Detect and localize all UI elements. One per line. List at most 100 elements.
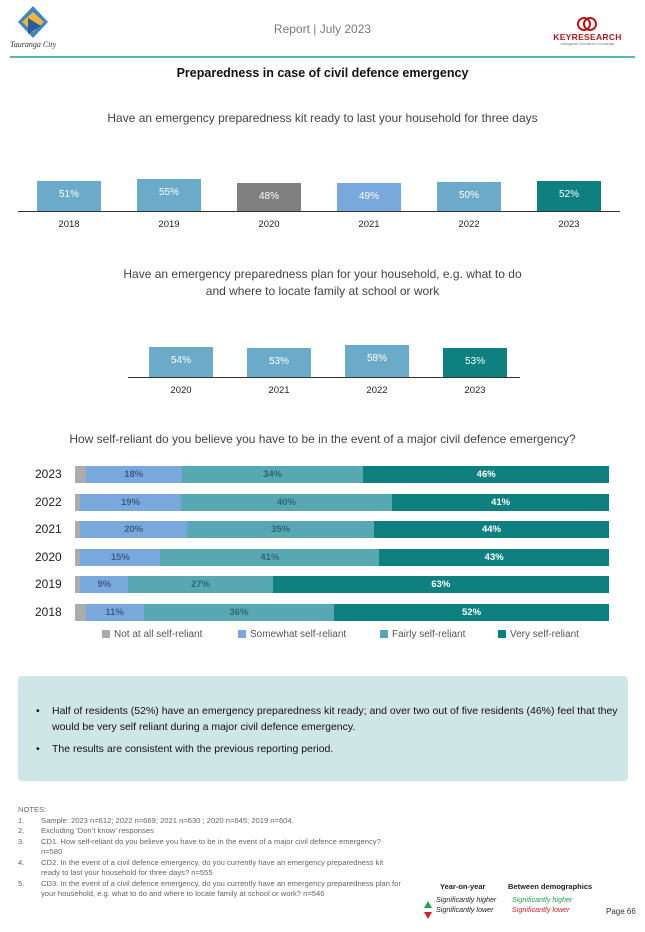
reliance-segment: 34%: [181, 466, 364, 483]
reliance-segment: 41%: [160, 548, 380, 566]
reliance-segment: [75, 576, 81, 593]
kit-bar: 50%: [437, 182, 501, 211]
reliance-segment: 41%: [392, 493, 609, 511]
key-lower: Significantly lower: [436, 905, 494, 914]
key-year-heading: Year-on-year: [440, 882, 486, 891]
legend-swatch: [380, 630, 388, 638]
kit-bar-label: 48%: [258, 191, 279, 203]
plan-bar-label: 58%: [366, 353, 387, 365]
plan-chart-title-line1: Have an emergency preparedness plan for …: [123, 267, 522, 281]
note-item: 4.CD2. In the event of a civil defence e…: [18, 858, 418, 879]
reliance-legend-item: Fairly self-reliant: [380, 629, 465, 640]
plan-year-label: 2020: [170, 385, 192, 396]
note-item: 2.Excluding ‘Don’t know’ responses: [18, 826, 154, 835]
kit-bar: 51%: [37, 181, 101, 211]
reliance-segment: 43%: [379, 548, 609, 566]
legend-label: Fairly self-reliant: [392, 629, 466, 640]
plan-chart-title-line2: and where to locate family at school or …: [205, 284, 440, 298]
reliance-year-label: 2018: [35, 604, 62, 619]
reliance-chart-title: How self-reliant do you believe you have…: [69, 432, 576, 446]
reliance-segment: [75, 603, 86, 621]
keyresearch-logo-text: KEYRESEARCH: [553, 32, 622, 42]
reliance-segment: 63%: [272, 576, 609, 593]
plan-chart: 54% 2020 53% 2021 58% 2022 53% 2023: [0, 0, 645, 400]
kit-year-label: 2019: [158, 219, 180, 230]
kit-bar-label: 55%: [158, 187, 179, 199]
header-rule: [10, 56, 635, 58]
plan-year-label: 2022: [366, 385, 388, 396]
reliance-segment: [75, 466, 86, 483]
keyresearch-logo: [540, 16, 635, 46]
reliance-segment: 19%: [80, 493, 181, 511]
reliance-segment: 40%: [180, 493, 393, 511]
plan-bar: 53%: [247, 347, 311, 377]
keyresearch-logo-tagline: Intelligence Excellence Knowledge: [560, 42, 615, 46]
notes: NOTES: 1.Sample: 2023 n=612; 2022 n=669;…: [18, 805, 418, 900]
reliance-segment: [75, 493, 81, 511]
kit-bar-label: 49%: [358, 190, 379, 202]
report-label: Report | July 2023: [273, 22, 372, 36]
reliance-year-label: 2023: [35, 467, 62, 481]
plan-bar-label: 53%: [464, 355, 485, 367]
plan-year-label: 2023: [464, 385, 486, 396]
reliance-segment: 9%: [80, 576, 129, 593]
kit-chart-axis: [18, 211, 620, 212]
note-text: CD1. How self-reliant do you believe you…: [41, 836, 381, 857]
tauranga-city-logo-text: Tauranga City: [10, 40, 57, 49]
summary-bullet-1: Half of residents (52%) have an emergenc…: [52, 705, 618, 733]
key-higher: Significantly higher: [436, 895, 497, 904]
kit-year-label: 2023: [558, 219, 580, 230]
legend-swatch: [498, 630, 506, 638]
plan-bar: 53%: [443, 347, 507, 377]
triangle-up-icon: [424, 895, 432, 913]
kit-year-label: 2020: [258, 219, 280, 230]
kit-bar: 55%: [137, 179, 201, 211]
legend-swatch: [102, 630, 110, 638]
plan-chart-title: Have an emergency preparedness plan for …: [0, 266, 645, 300]
note-text: Excluding ‘Don’t know’ responses: [41, 826, 154, 835]
tauranga-city-logo: [8, 4, 68, 52]
reliance-year-label: 2022: [35, 494, 62, 509]
plan-bar-label: 54%: [170, 355, 191, 367]
plan-bar: 58%: [345, 345, 409, 377]
reliance-legend-item: Not at all self-reliant: [102, 629, 202, 640]
key-demo-higher: Significantly higher: [512, 895, 573, 904]
page-heading: Preparedness in case of civil defence em…: [176, 66, 469, 80]
kit-year-label: 2022: [458, 219, 480, 230]
kit-bar-label: 50%: [458, 190, 479, 201]
reliance-segment: 44%: [374, 521, 609, 538]
note-text: CD3. In the event of a civil defence eme…: [41, 878, 401, 899]
reliance-segment: 11%: [85, 603, 144, 621]
bullet-dot-2: •: [36, 743, 40, 755]
reliance-segment: 46%: [363, 466, 609, 483]
reliance-segment: 18%: [85, 466, 182, 483]
kit-bar-label: 52%: [558, 188, 579, 200]
key-demo-heading: Between demographics: [508, 882, 593, 891]
legend-label: Very self-reliant: [510, 629, 579, 640]
plan-chart-axis: [128, 377, 520, 378]
summary-bullet-2: The results are consistent with the prev…: [52, 743, 334, 755]
note-item: 5.CD3. In the event of a civil defence e…: [18, 879, 418, 900]
reliance-segment: 52%: [334, 603, 609, 621]
reliance-segment: [75, 548, 81, 566]
reliance-legend-item: Very self-reliant: [498, 629, 579, 640]
plan-year-label: 2021: [268, 385, 290, 396]
kit-bar: 48%: [237, 183, 301, 211]
plan-bar-label: 53%: [268, 355, 289, 367]
legend-label: Somewhat self-reliant: [250, 629, 347, 640]
reliance-segment: [75, 521, 81, 538]
note-item: 3.CD1. How self-reliant do you believe y…: [18, 837, 418, 858]
legend-label: Not at all self-reliant: [114, 629, 203, 640]
reliance-year-label: 2019: [35, 577, 62, 591]
kit-year-label: 2018: [58, 219, 80, 230]
reliance-segment: 36%: [143, 603, 335, 621]
bullet-dot-1: •: [36, 705, 40, 717]
note-text: CD2. In the event of a civil defence eme…: [41, 857, 384, 878]
reliance-segment: 20%: [80, 521, 188, 538]
reliance-year-label: 2021: [35, 522, 62, 536]
kit-bar: 52%: [537, 180, 601, 211]
key-demo-lower: Significantly lower: [512, 905, 570, 914]
kit-chart-title: Have an emergency preparedness kit ready…: [107, 111, 538, 125]
